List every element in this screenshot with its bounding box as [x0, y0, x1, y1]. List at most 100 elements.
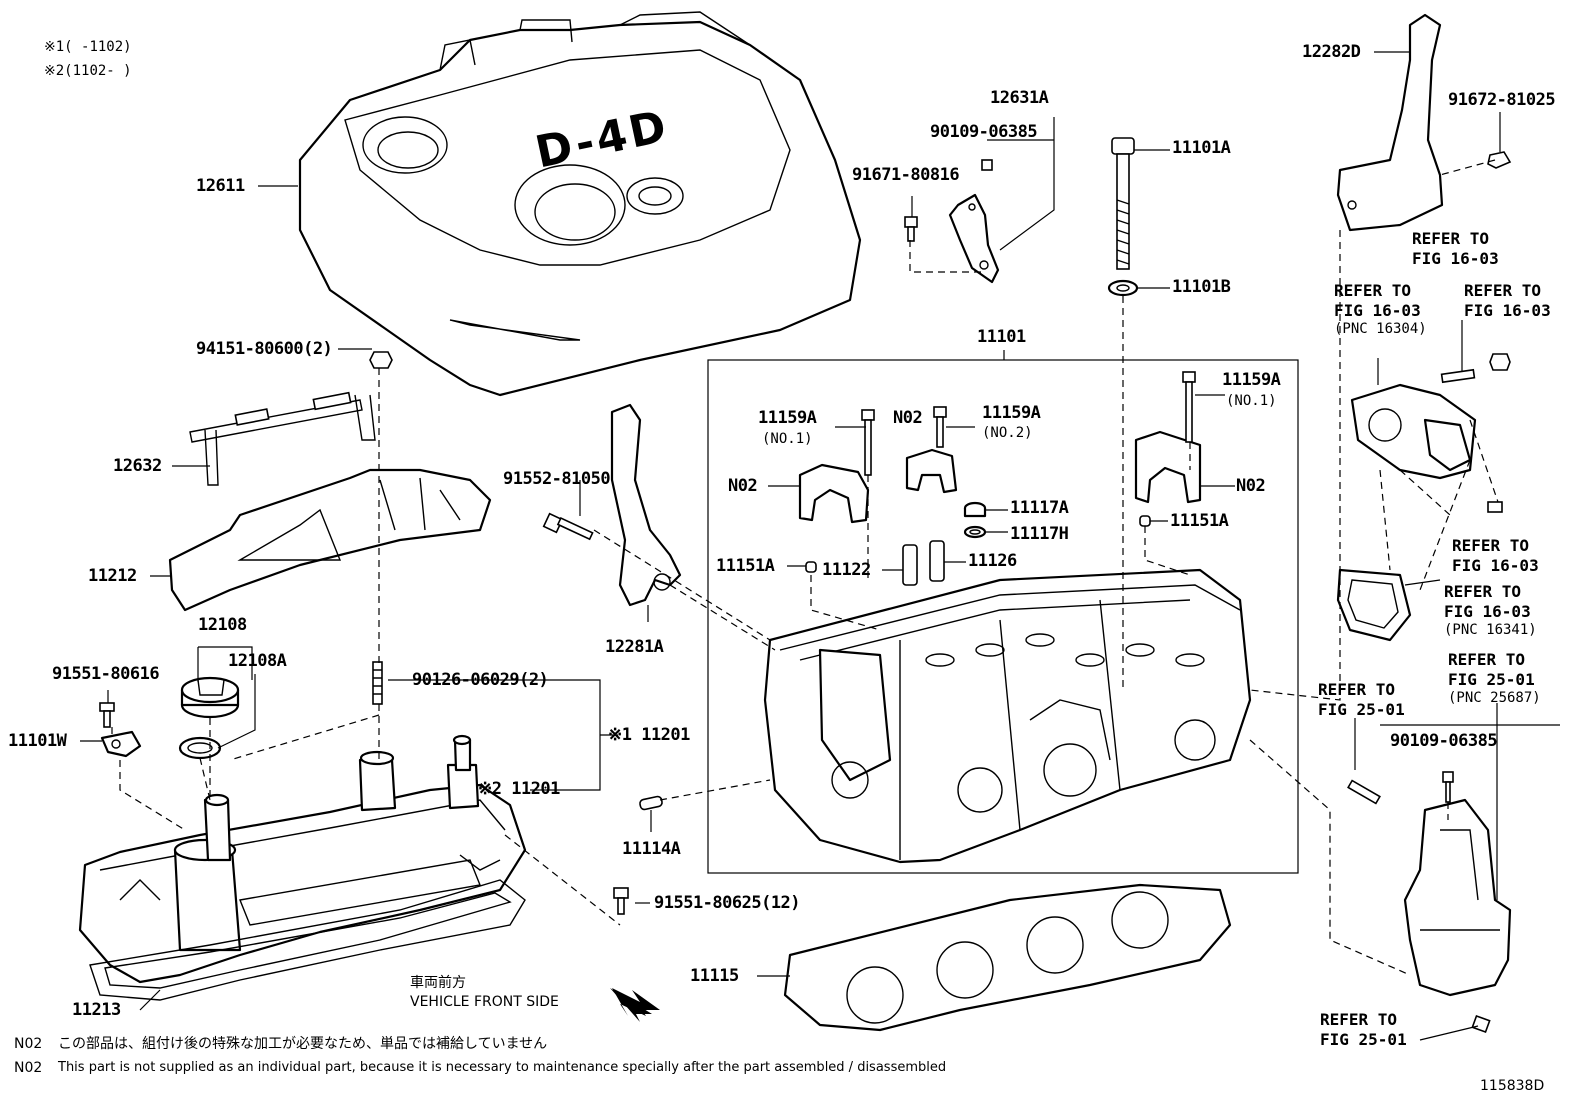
bracket-12631A[interactable] [904, 159, 1000, 284]
cover-gasket-11213[interactable] [89, 879, 526, 1001]
head-bolt-11101A[interactable] [1111, 137, 1135, 270]
refer-line: (PNC 16304) [1334, 321, 1427, 337]
label-90126-06029[interactable]: 90126-06029(2) [412, 670, 549, 690]
refer-fig-16-03-a[interactable]: REFER TO FIG 16-03 [1412, 231, 1499, 267]
bracket-12281A[interactable] [610, 403, 682, 607]
label-N02-left[interactable]: N02 [728, 476, 758, 496]
washer-11101B[interactable] [1107, 279, 1139, 297]
label-94151-80600[interactable]: 94151-80600(2) [196, 339, 333, 359]
label-11212[interactable]: 11212 [88, 566, 137, 586]
bolt-91672[interactable] [1487, 151, 1512, 169]
cylinder-head-11101[interactable] [763, 568, 1252, 864]
label-90109-06385-bottom[interactable]: 90109-06385 [1390, 731, 1498, 751]
water-outlet-housing[interactable] [1350, 353, 1511, 513]
refer-line: REFER TO [1318, 680, 1396, 699]
bearing-cap-left-N02[interactable] [798, 463, 870, 524]
footer-n02-note-jp: この部品は、組付け後の特殊な加工が必要なため、単品では補給していません [58, 1036, 548, 1052]
front-side-en: VEHICLE FRONT SIDE [410, 994, 559, 1010]
refer-fig-25-01-pnc-25687[interactable]: REFER TO FIG 25-01 (PNC 25687) [1448, 650, 1541, 706]
refer-line: FIG 16-03 [1464, 301, 1551, 320]
valve-guides-11122-11126[interactable] [902, 540, 945, 586]
date-note-2: ※2(1102- ) [44, 63, 132, 79]
label-11159A-right[interactable]: 11159A [1222, 370, 1281, 390]
label-N02-right[interactable]: N02 [1236, 476, 1266, 496]
label-11117H[interactable]: 11117H [1010, 524, 1069, 544]
refer-line: REFER TO [1444, 582, 1522, 601]
bolt-91551-80625[interactable] [613, 887, 629, 915]
label-91551-80625[interactable]: 91551-80625(12) [654, 893, 801, 913]
label-11159A-mid-sub: (NO.2) [982, 425, 1033, 441]
bolts-11159A[interactable] [861, 371, 1196, 476]
label-11101B[interactable]: 11101B [1172, 277, 1231, 297]
sensor-11101W[interactable] [100, 730, 142, 758]
label-91551-80616[interactable]: 91551-80616 [52, 664, 160, 684]
label-11126[interactable]: 11126 [968, 551, 1017, 571]
engine-cover-12611[interactable] [298, 11, 862, 397]
label-11151A-left[interactable]: 11151A [716, 556, 775, 576]
head-gasket-11115[interactable] [783, 883, 1232, 1032]
bolt-91551-80616[interactable] [99, 702, 115, 728]
leader-lines [80, 51, 1560, 1041]
refer-fig-25-01-b[interactable]: REFER TO FIG 25-01 [1320, 1012, 1407, 1048]
dowel-11114A[interactable] [639, 795, 663, 811]
label-11201-1[interactable]: ※1 11201 [608, 725, 690, 745]
label-91671-80816[interactable]: 91671-80816 [852, 165, 960, 185]
front-side-jp: 車両前方 [410, 975, 466, 991]
label-12281A[interactable]: 12281A [605, 637, 664, 657]
refer-line: FIG 16-03 [1452, 556, 1539, 575]
label-11101W[interactable]: 11101W [8, 731, 67, 751]
label-11159A-mid[interactable]: 11159A [982, 403, 1041, 423]
label-12282D[interactable]: 12282D [1302, 42, 1361, 62]
refer-fig-16-03-pnc-16304[interactable]: REFER TO FIG 16-03 (PNC 16304) [1334, 283, 1427, 337]
refer-fig-16-03-c[interactable]: REFER TO FIG 16-03 [1452, 538, 1539, 574]
refer-fig-25-01-a[interactable]: REFER TO FIG 25-01 [1318, 682, 1405, 718]
engine-hanger-12282D[interactable] [1336, 13, 1444, 232]
label-11122[interactable]: 11122 [822, 560, 871, 580]
pins-11151A[interactable] [805, 515, 1151, 573]
label-11101A[interactable]: 11101A [1172, 138, 1231, 158]
label-11151A-right[interactable]: 11151A [1170, 511, 1229, 531]
bearing-cap-mid-N02[interactable] [905, 448, 958, 494]
label-91672-81025[interactable]: 91672-81025 [1448, 90, 1556, 110]
bracket-12632[interactable] [189, 391, 376, 486]
refer-line: FIG 16-03 [1412, 249, 1499, 268]
refer-fig-16-03-pnc-16341[interactable]: REFER TO FIG 16-03 (PNC 16341) [1444, 582, 1537, 638]
outlet-gasket[interactable] [1336, 568, 1412, 642]
bolt-91552[interactable] [542, 512, 594, 541]
label-91552-81050[interactable]: 91552-81050 [503, 469, 611, 489]
label-11159A-left-sub: (NO.1) [762, 431, 813, 447]
footer-n02-code-en: N02 [14, 1060, 43, 1076]
cylinder-head-cover-11201[interactable] [78, 734, 527, 984]
refer-line: FIG 25-01 [1320, 1030, 1407, 1049]
refer-line: FIG 16-03 [1334, 301, 1421, 320]
label-12631A[interactable]: 12631A [990, 88, 1049, 108]
label-11117A[interactable]: 11117A [1010, 498, 1069, 518]
refer-line: REFER TO [1452, 536, 1530, 555]
label-11201-2[interactable]: ※2 11201 [478, 779, 560, 799]
label-N02-center[interactable]: N02 [893, 408, 923, 428]
label-12108A[interactable]: 12108A [228, 651, 287, 671]
label-12611[interactable]: 12611 [196, 176, 245, 196]
label-11159A-left[interactable]: 11159A [758, 408, 817, 428]
insulator-11212[interactable] [168, 468, 492, 612]
label-11114A[interactable]: 11114A [622, 839, 681, 859]
cap-gasket-12108A[interactable] [178, 736, 222, 760]
label-12108[interactable]: 12108 [198, 615, 247, 635]
engine-mount-bracket[interactable] [1347, 771, 1512, 1034]
label-11101[interactable]: 11101 [977, 327, 1026, 347]
stud-bolt-90126[interactable] [372, 661, 383, 705]
figure-id: 115838D [1480, 1078, 1545, 1094]
label-11115[interactable]: 11115 [690, 966, 739, 986]
refer-line: FIG 25-01 [1318, 700, 1405, 719]
refer-fig-16-03-b[interactable]: REFER TO FIG 16-03 [1464, 283, 1551, 319]
plug-11117A-and-seal-11117H[interactable] [963, 501, 987, 539]
refer-line: FIG 16-03 [1444, 602, 1531, 621]
date-note-1: ※1( -1102) [44, 39, 132, 55]
label-12632[interactable]: 12632 [113, 456, 162, 476]
nut-94151[interactable] [369, 351, 393, 369]
label-11213[interactable]: 11213 [72, 1000, 121, 1020]
label-90109-06385-top[interactable]: 90109-06385 [930, 122, 1038, 142]
refer-line: REFER TO [1448, 650, 1526, 669]
oil-filler-cap-12108[interactable] [180, 676, 240, 719]
